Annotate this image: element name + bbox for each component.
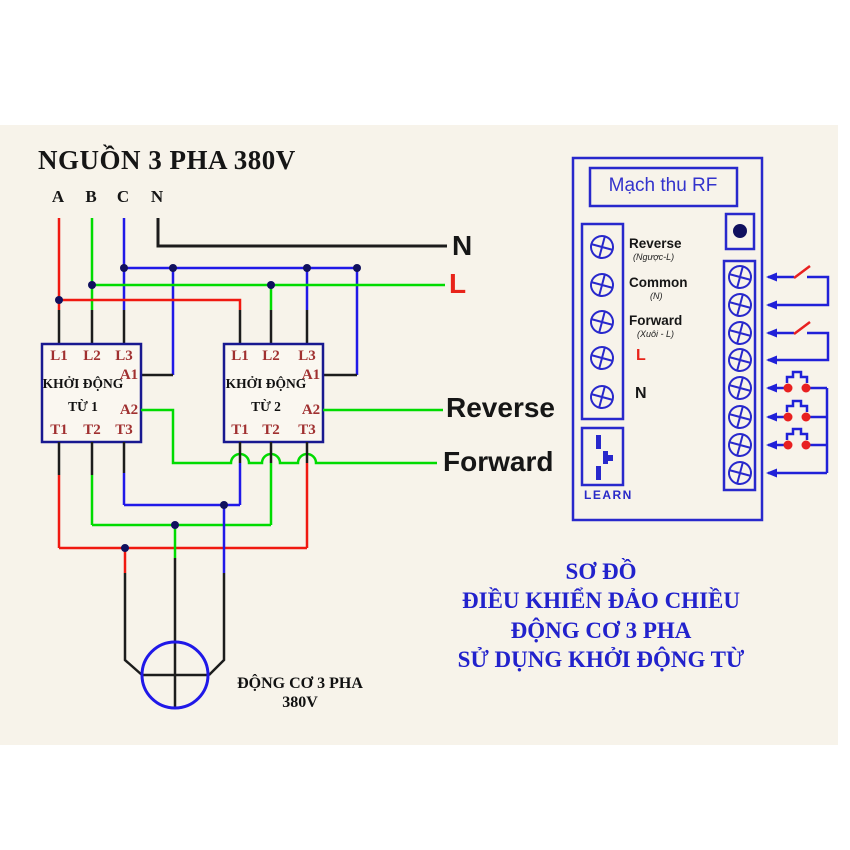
motor-leads	[123, 558, 226, 709]
c1-terminal-a2: A2	[119, 402, 139, 418]
switch1-blade	[793, 265, 811, 279]
arrow-icon	[766, 328, 777, 338]
rf-label-forward: Forward	[629, 313, 683, 328]
phase-label-a: A	[51, 187, 65, 206]
button-cap-icon	[785, 427, 809, 440]
caption-line1: SƠ ĐỒ	[565, 559, 637, 584]
rf-sub-common: (N)	[650, 291, 663, 301]
live-line-label: L	[449, 268, 467, 299]
contactor2-box	[222, 342, 325, 444]
motor-circle	[140, 640, 210, 710]
learn-button-box	[580, 426, 625, 487]
c1-terminal-l3: L3	[115, 348, 133, 364]
phase-label-b: B	[85, 187, 97, 206]
contactor1-number: TỪ 1	[68, 399, 98, 414]
c2-terminal-t1: T1	[231, 422, 249, 438]
button-contacts	[783, 383, 811, 450]
caption-line2: ĐIỀU KHIỂN ĐẢO CHIỀU	[462, 588, 740, 613]
forward-line-label: Forward	[443, 446, 554, 477]
caption-line4: SỬ DỤNG KHỞI ĐỘNG TỪ	[457, 647, 745, 672]
phase-label-n: N	[150, 187, 164, 206]
external-switch-circuit	[766, 265, 830, 478]
arrow-icon	[766, 383, 777, 393]
red-feed	[59, 298, 242, 344]
rf-right-terminals	[728, 265, 752, 485]
contactor2-name: KHỞI ĐỘNG	[225, 376, 307, 391]
motor-voltage: 380V	[282, 694, 318, 711]
neutral-line-label: N	[452, 230, 473, 261]
motor-green-link	[90, 463, 273, 558]
caption-line3: ĐỘNG CƠ 3 PHA	[510, 618, 692, 643]
rf-module-title: Mạch thu RF	[608, 175, 718, 196]
c1-terminal-l1: L1	[50, 348, 68, 364]
button-cap-icon	[785, 399, 809, 412]
push-buttons	[766, 370, 829, 478]
rf-left-terminals	[590, 235, 614, 409]
c1-terminal-t3: T3	[115, 422, 133, 438]
contactor-bottom-stubs	[57, 442, 309, 475]
neutral-wire	[156, 218, 447, 248]
arrow-icon	[766, 272, 777, 282]
live-green-bus	[92, 283, 445, 344]
rf-led	[733, 224, 747, 238]
motor-red-link	[57, 463, 309, 573]
c2-terminal-t3: T3	[298, 422, 316, 438]
rf-label-reverse: Reverse	[629, 236, 682, 251]
learn-icon	[596, 435, 613, 480]
c2-terminal-a2: A2	[301, 402, 321, 418]
c1-terminal-a1: A1	[119, 367, 139, 383]
c1-terminal-l2: L2	[83, 348, 101, 364]
rf-label-common: Common	[629, 275, 688, 290]
junction-dots	[55, 264, 361, 552]
arrow-icon	[766, 468, 777, 478]
phase-label-c: C	[116, 187, 130, 206]
c1-terminal-t1: T1	[50, 422, 68, 438]
rf-module-outline	[571, 156, 764, 522]
c2-terminal-l2: L2	[262, 348, 280, 364]
rf-label-n: N	[635, 385, 647, 402]
c2-terminal-a1: A1	[301, 367, 321, 383]
rf-title-box	[588, 166, 739, 208]
learn-label: LEARN	[584, 488, 633, 502]
contactor1-name: KHỞI ĐỘNG	[42, 376, 124, 391]
rf-label-l: L	[636, 347, 646, 364]
rf-sub-forward: (Xuôi - L)	[637, 329, 675, 339]
c2-terminal-l1: L1	[231, 348, 249, 364]
button-cap-icon	[785, 370, 809, 383]
arrow-icon	[766, 355, 777, 365]
contactor2-number: TỪ 2	[251, 399, 281, 414]
c2-terminal-t2: T2	[262, 422, 280, 438]
rf-sub-reverse: (Ngược-L)	[633, 252, 675, 262]
switch2-blade	[793, 321, 811, 335]
rf-led-box	[724, 212, 756, 251]
arrow-icon	[766, 440, 777, 450]
motor-blue-link	[122, 463, 242, 573]
motor-label: ĐỘNG CƠ 3 PHA	[237, 675, 363, 692]
page-title: NGUỒN 3 PHA 380V	[38, 145, 296, 175]
rf-left-terminal-strip	[580, 222, 625, 421]
rf-right-terminal-strip	[722, 259, 757, 492]
c2-terminal-l3: L3	[298, 348, 316, 364]
c1-terminal-t2: T2	[83, 422, 101, 438]
reverse-line-label: Reverse	[446, 392, 555, 423]
arrow-icon	[766, 300, 777, 310]
arrow-icon	[766, 412, 777, 422]
rf-module	[571, 156, 764, 522]
